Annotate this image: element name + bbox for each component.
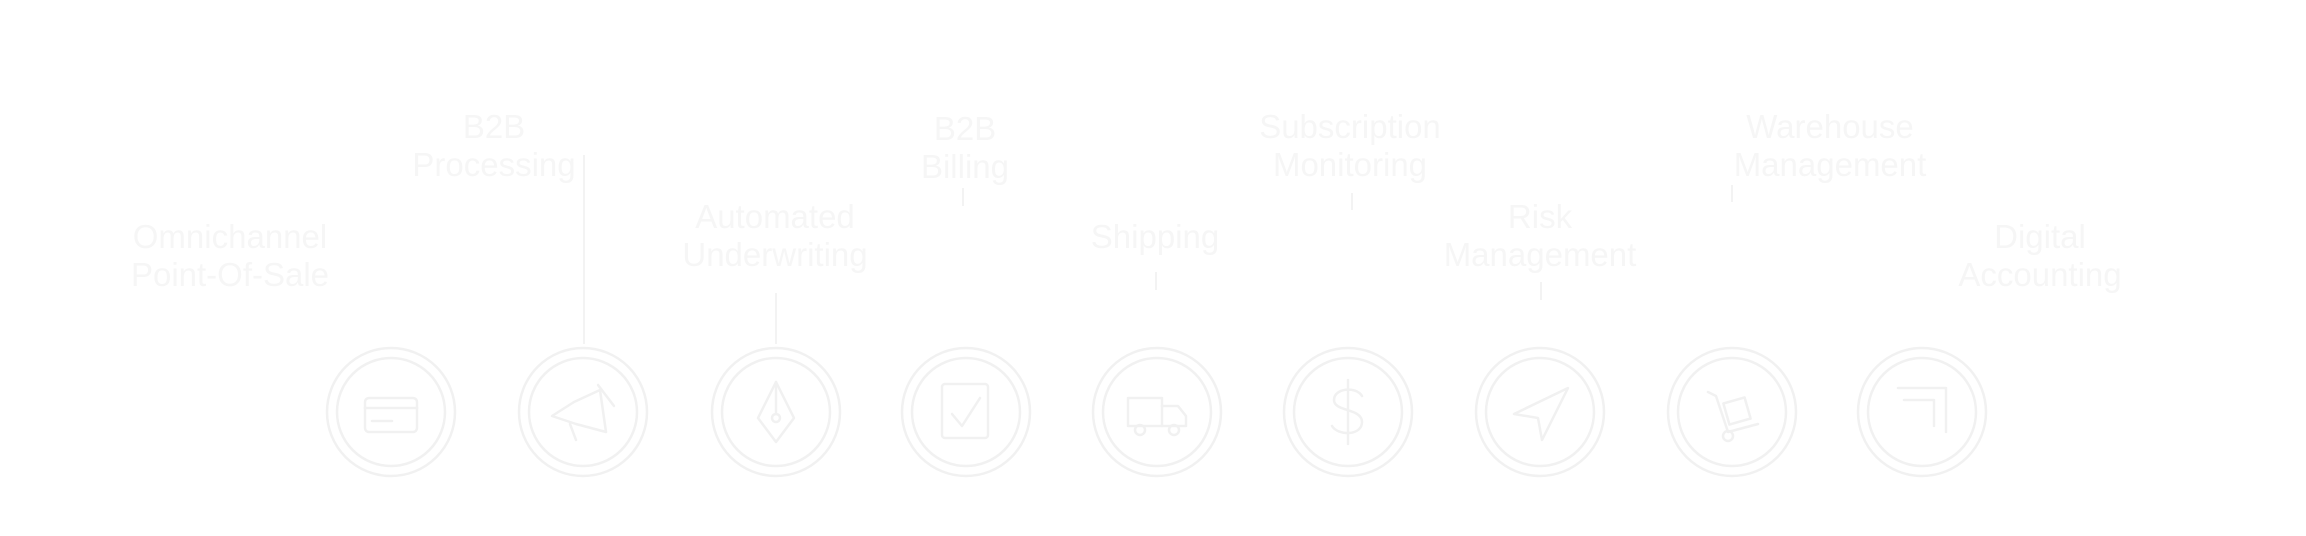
checked-document-icon: [900, 346, 1032, 478]
step-label-processing: B2B Processing: [412, 108, 576, 183]
step-label-point-of-sale: Omnichannel Point-Of-Sale: [130, 218, 330, 293]
step-label-underwriting: Automated Underwriting: [682, 198, 868, 273]
dollar-icon: [1282, 346, 1414, 478]
step-label-accounting: Digital Accounting: [1958, 218, 2122, 293]
step-label-risk-management: Risk Management: [1443, 198, 1637, 273]
step-label-billing: B2B Billing: [920, 110, 1010, 185]
credit-card-icon: [325, 346, 457, 478]
step-label-warehouse-management: Warehouse Management: [1733, 108, 1927, 183]
corner-arrow-icon: [1856, 346, 1988, 478]
megaphone-icon: [517, 346, 649, 478]
navigation-arrow-icon: [1474, 346, 1606, 478]
step-label-monitoring: Subscription Monitoring: [1259, 108, 1441, 183]
pen-nib-icon: [710, 346, 842, 478]
step-label-shipping: Shipping: [1090, 218, 1220, 255]
hand-truck-icon: [1666, 346, 1798, 478]
delivery-truck-icon: [1091, 346, 1223, 478]
